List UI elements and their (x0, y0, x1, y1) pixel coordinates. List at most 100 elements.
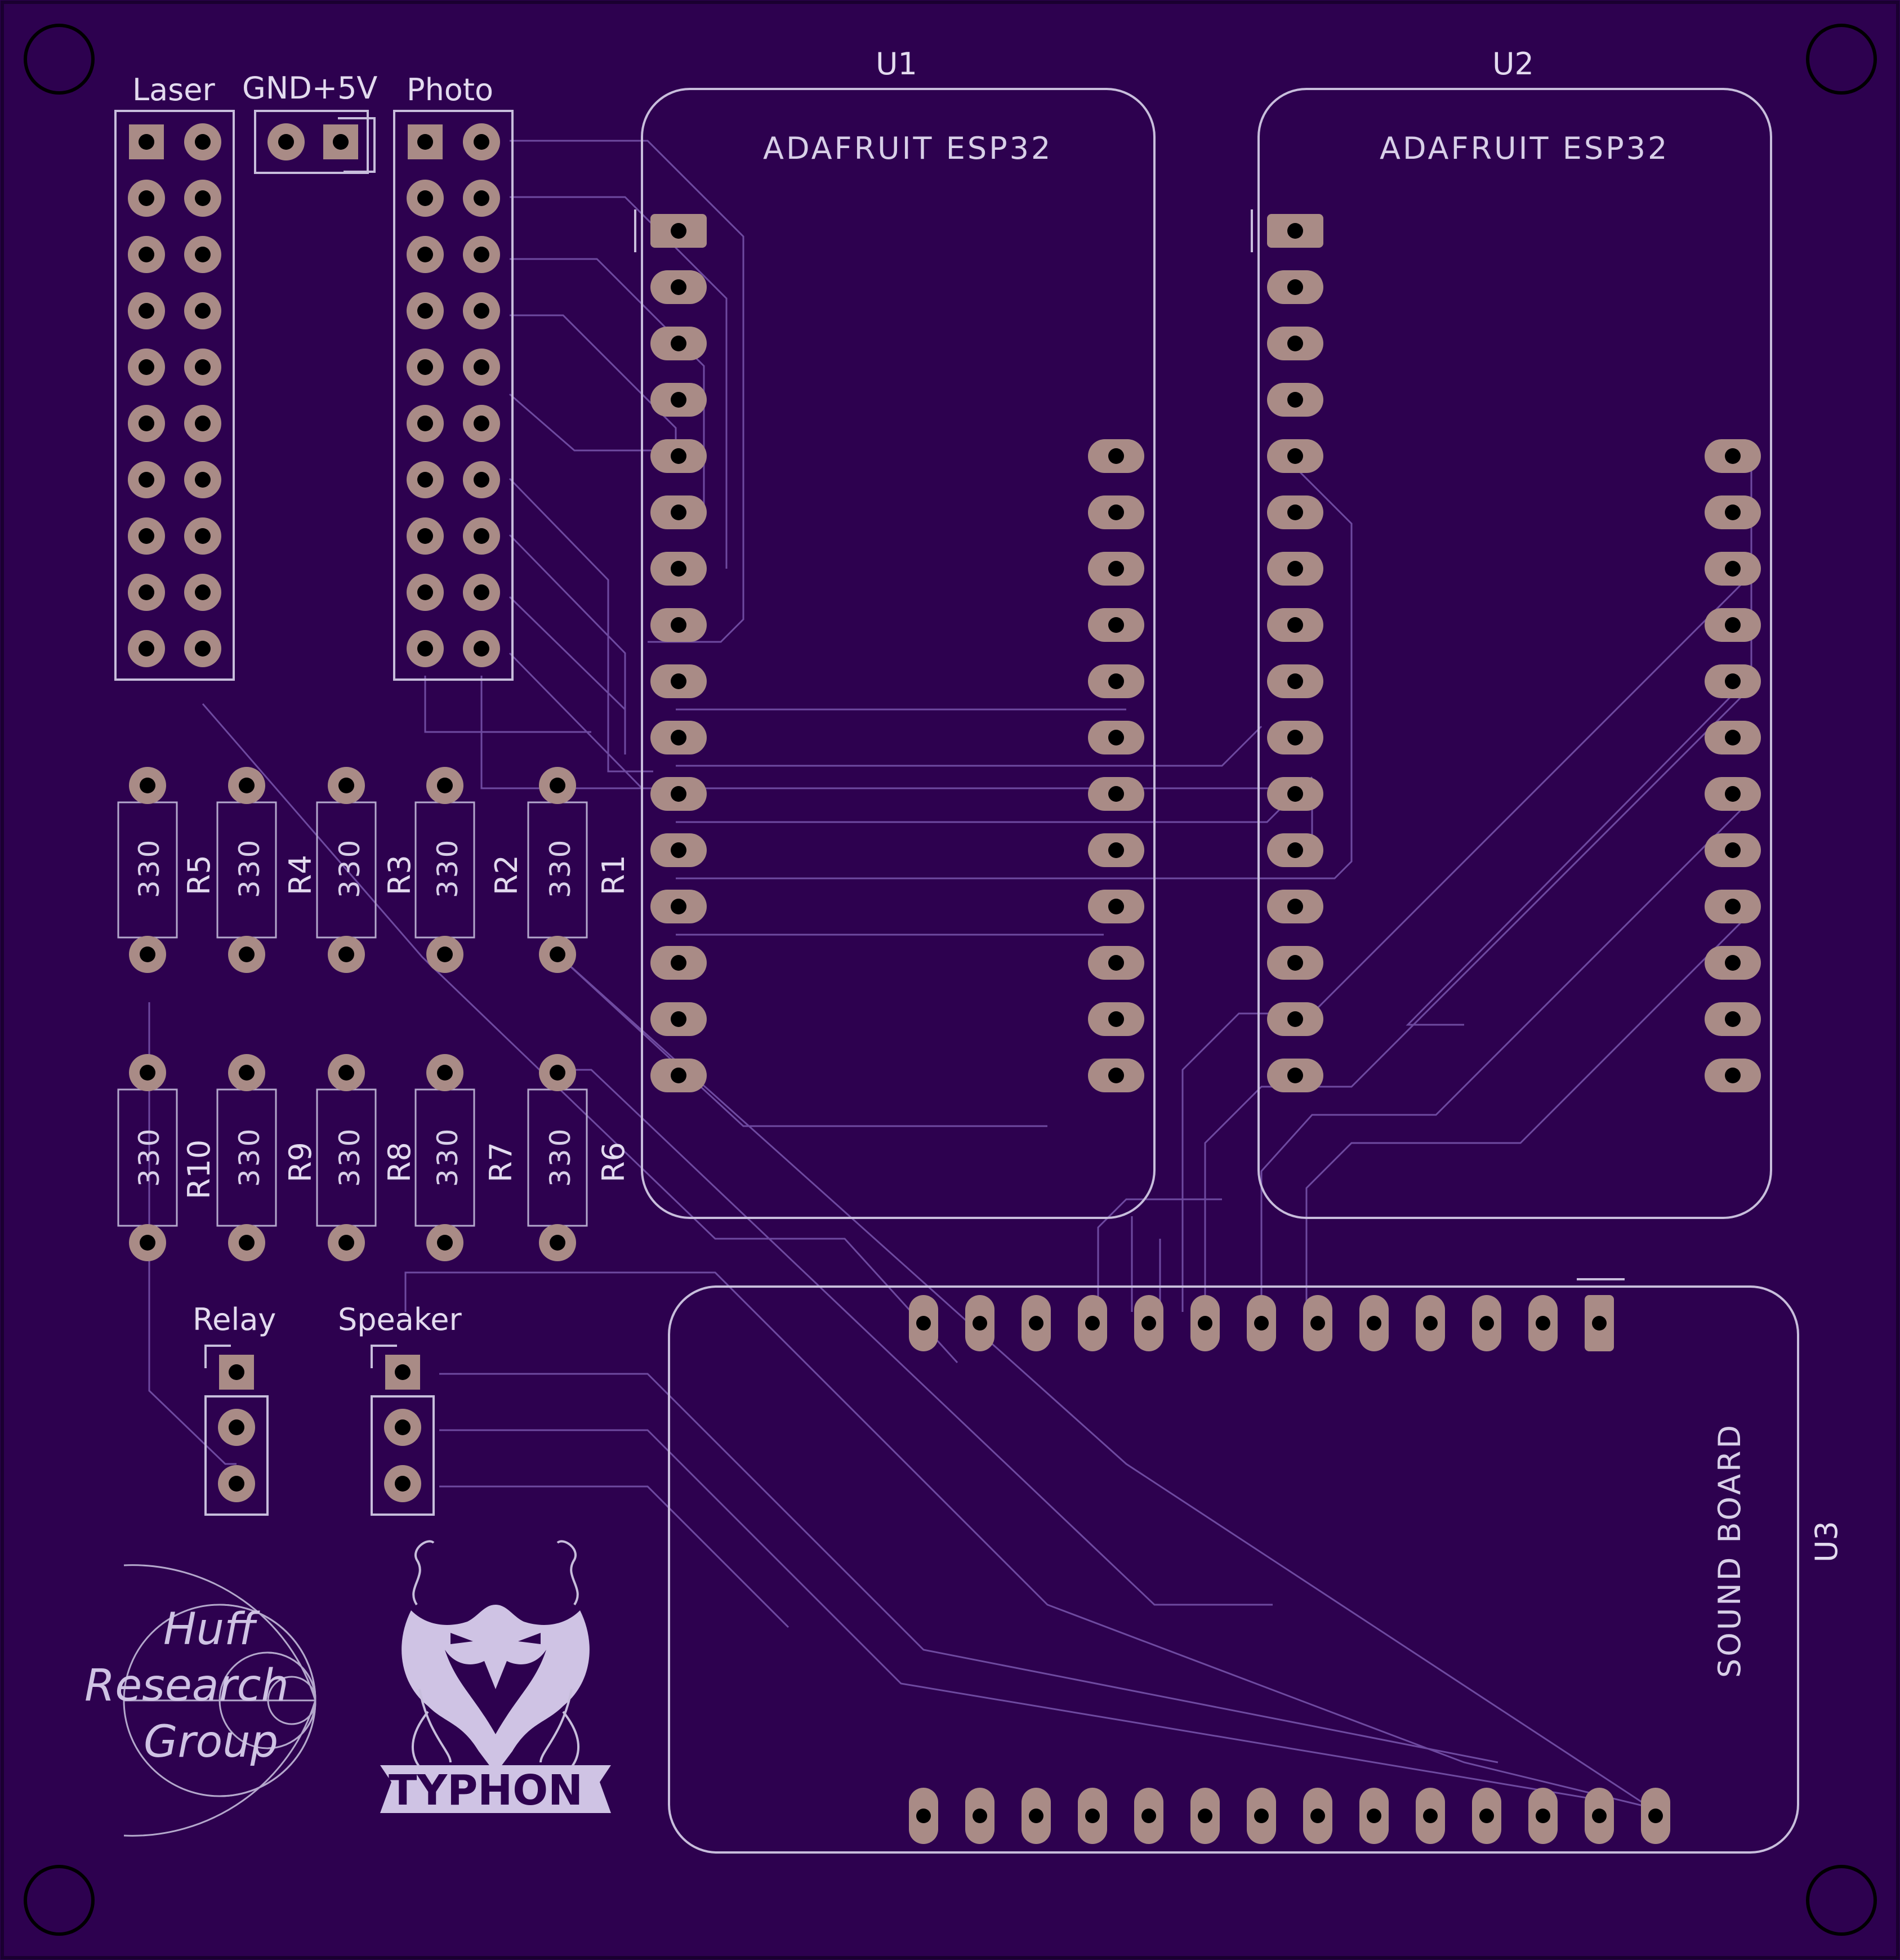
u3-bottom-pad-drill (1648, 1809, 1663, 1823)
u1-right-pad-drill (1108, 561, 1124, 577)
resistor-value-r8: 330 (333, 1127, 366, 1187)
gnd5v-header-pad-drill (278, 134, 294, 150)
photo-header-pad-drill (417, 472, 433, 488)
u1-right-pad-drill (1108, 1068, 1124, 1083)
u1-left-pad-drill (671, 842, 686, 858)
u2-left-pad-drill (1287, 392, 1303, 408)
u3-top-pad-drill (1536, 1316, 1550, 1331)
u1-right-pad-drill (1108, 842, 1124, 858)
u2-ref: U2 (1492, 46, 1534, 82)
u3-ref: U3 (1809, 1521, 1844, 1562)
smith-chart-arc (123, 1700, 316, 1837)
u1-left-pad-drill (671, 504, 686, 520)
resistor-pad-drill (239, 1065, 255, 1081)
photo-header-pad-drill (417, 303, 433, 319)
laser-header-pad-drill (195, 528, 211, 544)
u1-ref: U1 (876, 46, 917, 82)
gnd5v-pin1-marker (338, 117, 376, 173)
u1-right-pad-drill (1108, 617, 1124, 633)
u2-left-pad-drill (1287, 730, 1303, 745)
cobra-hood-inner (445, 1650, 546, 1734)
resistor-pad-drill (140, 946, 155, 962)
u1-right-pad-drill (1108, 730, 1124, 745)
u3-bottom-pad-drill (916, 1809, 931, 1823)
laser-header-pad-drill (139, 359, 154, 375)
u1-left-pad-drill (671, 1068, 686, 1083)
u1-left-pad-drill (671, 617, 686, 633)
u2-left-pad-drill (1287, 786, 1303, 802)
header-outlines (114, 110, 514, 1516)
relay-header-label: Relay (193, 1302, 276, 1337)
typhon-wordmark: TYPHON (389, 1766, 583, 1815)
photo-header-pad-drill (474, 416, 489, 431)
laser-header-pad-drill (139, 190, 154, 206)
typhon-logo: TYPHON (380, 1540, 611, 1815)
typhon-banner (380, 1765, 611, 1813)
u3-outline (668, 1285, 1799, 1854)
photo-header-pad-drill (474, 247, 489, 262)
u2-right-pad-drill (1725, 617, 1741, 633)
laser-header-pad-drill (139, 641, 154, 657)
u2-left-pad-drill (1287, 279, 1303, 295)
mounting-hole (1806, 1865, 1877, 1936)
resistor-pad-drill (338, 778, 354, 793)
laser-header-pads (128, 123, 221, 667)
photo-header-pad-drill (474, 641, 489, 657)
photo-header-pad-drill (474, 134, 489, 150)
resistor-ref-r10: R10 (181, 1140, 217, 1199)
u1-left-pad-drill (671, 223, 686, 239)
resistor-value-r6: 330 (544, 1127, 577, 1187)
u1-left-pad-drill (671, 730, 686, 745)
u3-top-pad-drill (1367, 1316, 1381, 1331)
cobra-eye (451, 1633, 473, 1644)
u2-right-pad-drill (1725, 1011, 1741, 1027)
gnd5v-header-pad-drill (333, 134, 349, 150)
photo-header-pad-drill (417, 359, 433, 375)
relay-header-pad-drill (229, 1419, 244, 1435)
photo-header-pad-drill (417, 584, 433, 600)
u2-right-pad-drill (1725, 955, 1741, 971)
u1-left-pad-drill (671, 279, 686, 295)
u2-right-pad-drill (1725, 730, 1741, 745)
u1-left-pad-drill (671, 955, 686, 971)
u2-right-pad-drill (1725, 842, 1741, 858)
resistor-ref-r5: R5 (181, 855, 217, 895)
resistor-pad-drill (338, 1065, 354, 1081)
resistor-pad-drill (239, 946, 255, 962)
resistor-value-r9: 330 (233, 1127, 266, 1187)
u1-right-pad-drill (1108, 504, 1124, 520)
photo-header-pad-drill (417, 416, 433, 431)
resistor-pad-drill (437, 946, 453, 962)
photo-header-pad-drill (474, 472, 489, 488)
u3-top-pad-drill (1479, 1316, 1494, 1331)
u1-right-pad-drill (1108, 673, 1124, 689)
photo-header-outline (393, 110, 514, 681)
resistor-pad-drill (550, 1235, 565, 1251)
laser-header-pad-drill (195, 416, 211, 431)
laser-header-pad-drill (195, 247, 211, 262)
resistor-pad-drill (140, 1065, 155, 1081)
u2-left-pad-drill (1287, 504, 1303, 520)
u3-top-pad-drill (1423, 1316, 1438, 1331)
speaker-header-pad-drill (395, 1364, 411, 1380)
resistor-value-r10: 330 (133, 1127, 166, 1187)
u2-right-pad-drill (1725, 561, 1741, 577)
resistor-ref-r3: R3 (382, 855, 417, 895)
mounting-hole (1806, 24, 1877, 95)
u3-bottom-pad-drill (1536, 1809, 1550, 1823)
u2-right-pad-drill (1725, 899, 1741, 914)
resistor-pad-drill (550, 1065, 565, 1081)
photo-pin1-marker (393, 110, 425, 135)
photo-header-pad-drill (474, 528, 489, 544)
mounting-hole (24, 24, 95, 95)
relay-header-pad-drill (229, 1476, 244, 1492)
u3-bottom-pad-drill (1479, 1809, 1494, 1823)
u2-right-pad-drill (1725, 786, 1741, 802)
resistor-pad-drill (550, 778, 565, 793)
laser-header-pad-drill (139, 134, 154, 150)
huff-research-logo: Huff Research Group (84, 1564, 316, 1837)
speaker-header-pad-drill (395, 1419, 411, 1435)
u3-bottom-pad-drill (1310, 1809, 1325, 1823)
laser-header-outline (114, 110, 235, 681)
photo-header-pad-drill (474, 190, 489, 206)
